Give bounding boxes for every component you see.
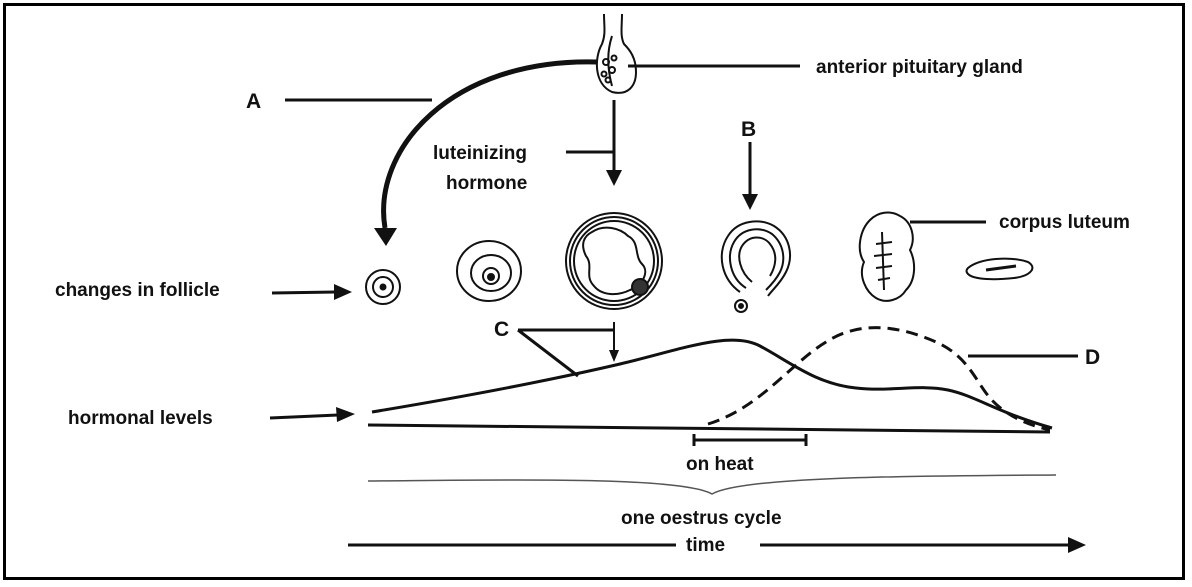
lh-label-line2: hormone bbox=[446, 173, 527, 194]
label-c: C bbox=[494, 318, 509, 341]
hormone-a-arrowhead bbox=[374, 228, 397, 246]
lh-label-line1: luteinizing bbox=[433, 143, 527, 164]
follicle-stage-2 bbox=[457, 241, 521, 301]
oestrus-cycle-brace bbox=[368, 475, 1056, 494]
label-d: D bbox=[1085, 346, 1100, 369]
lh-level-curve bbox=[372, 340, 1052, 428]
pituitary-gland-icon bbox=[597, 14, 636, 93]
baseline bbox=[368, 425, 1050, 432]
progesterone-level-curve bbox=[708, 328, 1050, 430]
pituitary-label: anterior pituitary gland bbox=[816, 57, 1023, 78]
follicle-changes-label: changes in follicle bbox=[55, 280, 220, 301]
label-c-line-1 bbox=[518, 330, 578, 376]
oestrus-cycle-label: one oestrus cycle bbox=[621, 508, 782, 529]
on-heat-bracket bbox=[694, 434, 806, 446]
ruptured-follicle bbox=[722, 221, 790, 312]
follicle-stage-3-mature bbox=[566, 213, 662, 309]
time-label: time bbox=[686, 535, 725, 556]
hormonal-levels-arrowhead bbox=[336, 407, 355, 422]
follicle-changes-arrowhead bbox=[334, 284, 352, 300]
follicle-stage-1 bbox=[366, 270, 400, 304]
corpus-luteum-label: corpus luteum bbox=[999, 212, 1130, 233]
label-b: B bbox=[741, 118, 756, 141]
regressed-corpus-luteum-icon bbox=[967, 259, 1033, 280]
label-a: A bbox=[246, 90, 261, 113]
lh-arrowhead bbox=[606, 170, 622, 186]
on-heat-label: on heat bbox=[686, 454, 754, 475]
hormonal-levels-arrow bbox=[270, 415, 338, 418]
corpus-luteum-icon bbox=[860, 213, 914, 301]
label-b-arrowhead bbox=[742, 194, 758, 210]
follicle-changes-arrow bbox=[272, 292, 336, 293]
label-c-arrowhead bbox=[609, 350, 619, 362]
time-arrowhead bbox=[1068, 537, 1086, 553]
hormonal-levels-label: hormonal levels bbox=[68, 408, 213, 429]
